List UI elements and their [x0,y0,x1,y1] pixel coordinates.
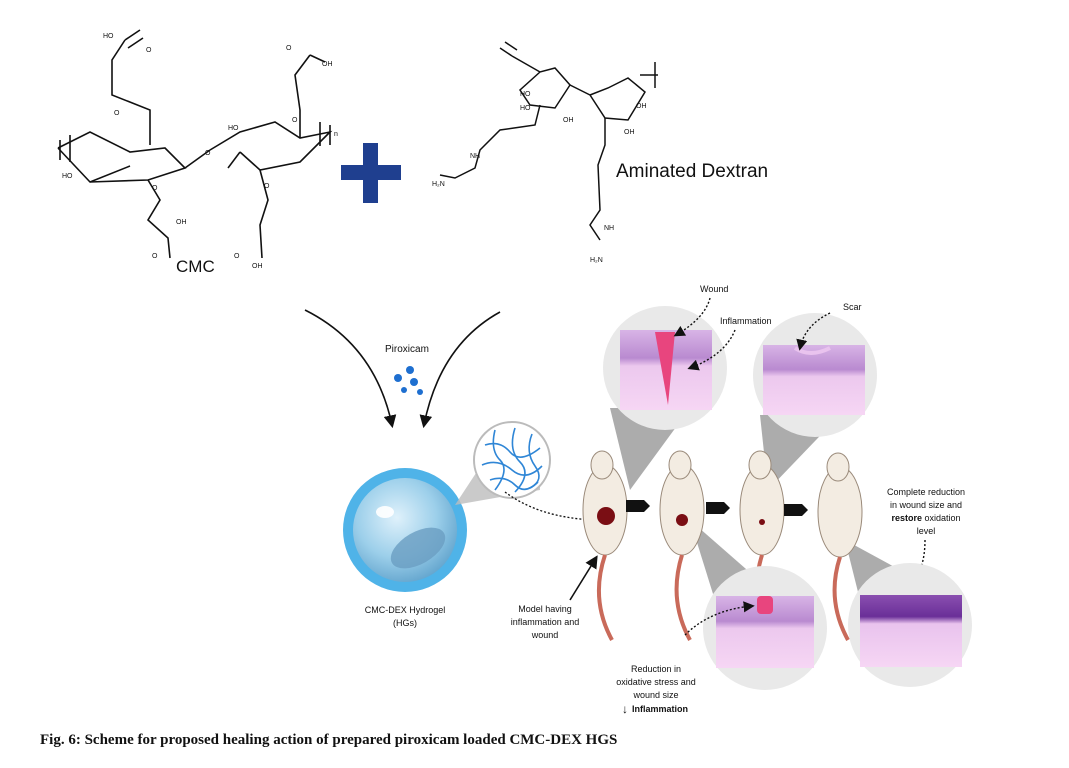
cmc-o-label: O [152,253,158,260]
model-label: wound [531,630,559,640]
scar-magnified-view [753,313,877,437]
piroxicam-label: Piroxicam [385,344,429,355]
scheme-diagram: HO O O HO O HO O OH O OH O O OH O O n CM… [57,29,972,716]
restore-bold-word: restore [891,513,922,523]
wound-magnified-view [603,306,727,430]
model-label: Model having [518,604,572,614]
progression-arrow-icon [626,500,650,512]
cmc-oh-label: OH [322,61,333,68]
dextran-nh-label: NH [604,225,614,232]
cmc-atom-labels: HO O O HO O HO O OH O OH O O OH O O n [62,33,338,270]
inflammation-reduced-label: Inflammation [632,704,688,714]
piroxicam-molecules-icon [394,366,423,395]
rat-icon [582,450,628,641]
hydrogel-label: (HGs) [393,618,417,628]
dextran-oh-label: OH [624,129,635,136]
cmc-o-label: O [292,117,298,124]
complete-reduction-label: restore oxidation [891,513,960,523]
cmc-n-subscript: n [334,131,338,138]
scar-label: Scar [843,302,862,312]
dextran-ho-label: HO [520,105,531,112]
progression-arrow-icon [784,504,808,516]
reaction-arrow-right [419,311,501,429]
dextran-h2n-label: H₂N [590,257,603,264]
dextran-atom-labels: HO HO OH OH OH NH H₂N NH H₂N [432,91,647,264]
hydrogel-label: CMC-DEX Hydrogel [365,605,446,615]
aminated-dextran-structure [439,41,658,241]
hydrogel-sphere-icon [343,468,467,592]
dextran-oh-label: OH [636,103,647,110]
reaction-arrow-left [304,309,397,429]
figure-caption: Fig. 6: Scheme for proposed healing acti… [40,732,618,748]
inflammation-pointer-arrow [687,329,736,371]
plus-icon [341,143,401,203]
model-label: inflammation and [511,617,580,627]
healed-magnified-view [848,563,972,687]
down-arrow-icon: ↓ [622,702,628,716]
cmc-o-label: O [152,185,158,192]
dextran-ho-label: HO [520,91,531,98]
dextran-nh-label: NH [470,153,480,160]
cmc-o-label: O [146,47,152,54]
reduction-magnified-view [703,566,827,690]
dextran-oh-label: OH [563,117,574,124]
cmc-o-label: O [286,45,292,52]
hydrogel-network-icon [473,421,551,499]
zoom-beam-complete [845,540,900,600]
cmc-oh-label: OH [176,219,187,226]
complete-reduction-label: in wound size and [890,500,962,510]
reduction-label: wound size [632,690,678,700]
progression-arrow-icon [706,502,730,514]
cmc-o-label: O [114,110,120,117]
cmc-o-label: O [234,253,240,260]
rat-icon [659,450,705,641]
scar-pointer-arrow [796,312,831,351]
cmc-ho-label: HO [103,33,114,40]
cmc-o-label: O [264,183,270,190]
cmc-oh-label: OH [252,263,263,270]
cmc-o-label: O [205,150,211,157]
complete-reduction-label-rest: oxidation [922,513,961,523]
aminated-dextran-label: Aminated Dextran [616,161,768,182]
wound-label: Wound [700,284,728,294]
reduction-label: oxidative stress and [616,677,696,687]
inflammation-label: Inflammation [720,316,772,326]
reduction-label: Reduction in [631,664,681,674]
cmc-ho-label: HO [62,173,73,180]
cmc-structure [57,29,333,259]
dextran-h2n-label: H₂N [432,181,445,188]
model-pointer-arrow [569,555,598,601]
complete-pointer-arrow [902,539,926,592]
rat-icon [817,452,863,641]
complete-reduction-label: Complete reduction [887,487,965,497]
cmc-label: CMC [176,257,215,276]
complete-reduction-label: level [917,526,936,536]
cmc-ho-label: HO [228,125,239,132]
